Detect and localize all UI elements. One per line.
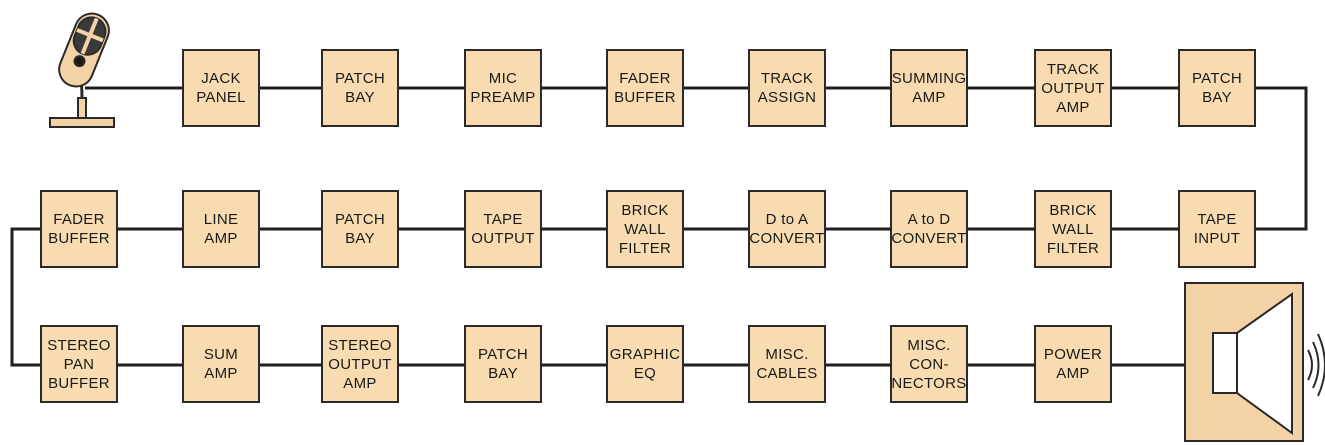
signal-block: D to A CONVERT	[748, 190, 826, 268]
signal-block: TAPE INPUT	[1178, 190, 1256, 268]
signal-block: MISC. CABLES	[748, 325, 826, 403]
signal-block: TAPE OUTPUT	[464, 190, 542, 268]
signal-block: PATCH BAY	[1178, 49, 1256, 127]
signal-block: FADER BUFFER	[40, 190, 118, 268]
wire	[12, 229, 43, 365]
signal-block: STEREO OUTPUT AMP	[321, 325, 399, 403]
signal-block: BRICK WALL FILTER	[1034, 190, 1112, 268]
signal-block: MISC. CON- NECTORS	[890, 325, 968, 403]
signal-block: BRICK WALL FILTER	[606, 190, 684, 268]
signal-block: PATCH BAY	[464, 325, 542, 403]
signal-block: PATCH BAY	[321, 49, 399, 127]
signal-block: PATCH BAY	[321, 190, 399, 268]
signal-block: JACK PANEL	[182, 49, 260, 127]
loudspeaker-icon	[1185, 283, 1303, 441]
signal-block: GRAPHIC EQ	[606, 325, 684, 403]
signal-block: TRACK ASSIGN	[748, 49, 826, 127]
sound-waves-icon	[1308, 334, 1325, 396]
signal-block: SUMMING AMP	[890, 49, 968, 127]
signal-block: SUM AMP	[182, 325, 260, 403]
signal-block: STEREO PAN BUFFER	[40, 325, 118, 403]
microphone-icon	[50, 8, 114, 127]
signal-block: LINE AMP	[182, 190, 260, 268]
signal-block: A to D CONVERT	[890, 190, 968, 268]
signal-block: FADER BUFFER	[606, 49, 684, 127]
signal-block: TRACK OUTPUT AMP	[1034, 49, 1112, 127]
signal-block: MIC PREAMP	[464, 49, 542, 127]
signal-block: POWER AMP	[1034, 325, 1112, 403]
